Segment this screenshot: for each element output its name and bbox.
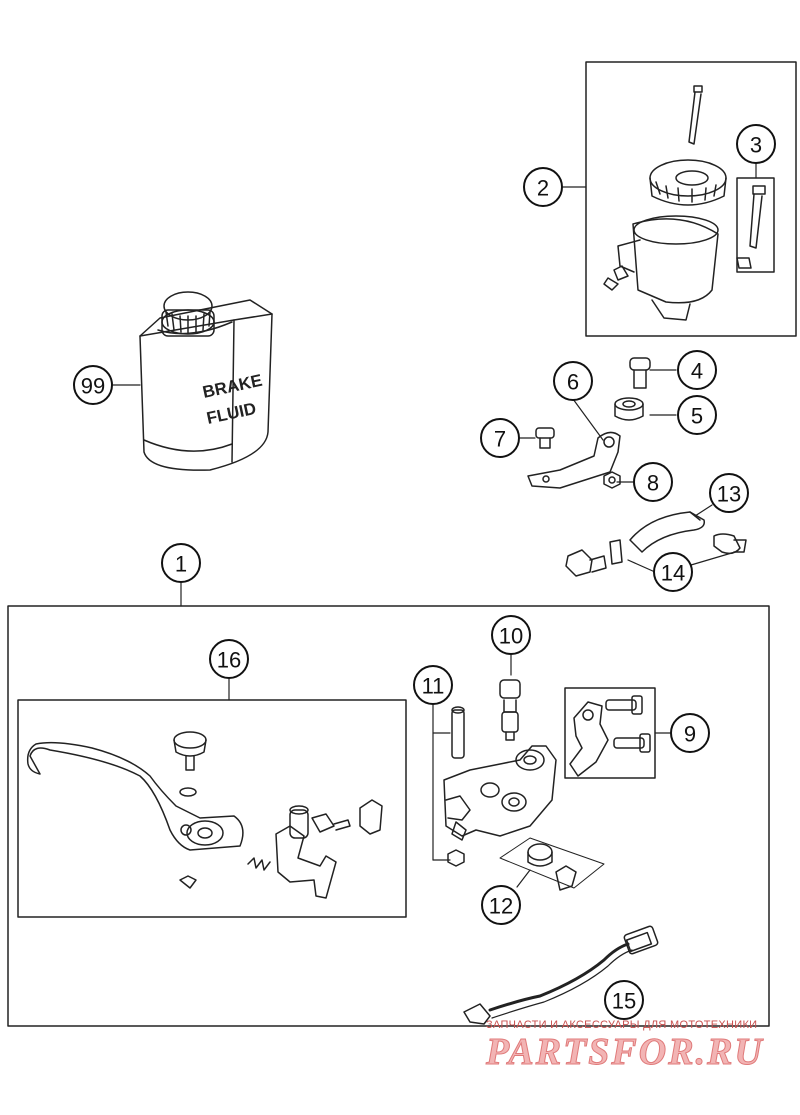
callout-label: 3: [750, 133, 762, 158]
callout-label: 12: [489, 894, 513, 919]
handlebar-clamp-9: [569, 695, 651, 777]
callout-label: 4: [691, 359, 703, 384]
callout-12: 12: [481, 885, 521, 925]
master-cylinder-group-box: [7, 605, 770, 1027]
hose-13: [629, 511, 747, 555]
callout-label: 16: [217, 648, 241, 673]
callout-circle: [209, 639, 249, 679]
callout-circle: [633, 462, 673, 502]
callout-circle: [670, 713, 710, 753]
callout-3: 3: [736, 124, 776, 164]
callout-99: 99: [73, 365, 113, 405]
callout-label: 1: [175, 552, 187, 577]
callout-circle: [523, 167, 563, 207]
callout-circle: [161, 543, 201, 583]
callout-circle: [553, 361, 593, 401]
callout-11: 11: [413, 665, 453, 705]
brake-fluid-bottle: [139, 291, 273, 471]
callout-1: 1: [161, 543, 201, 583]
rubber-grommet-5: [614, 397, 644, 421]
callout-label: 9: [684, 722, 696, 747]
pin-11: [447, 706, 465, 867]
callout-6: 6: [553, 361, 593, 401]
callout-label: 11: [422, 674, 445, 699]
callout-label: 13: [717, 482, 741, 507]
callout-circle: [677, 350, 717, 390]
callout-label: 7: [494, 427, 506, 452]
leader-lines: [112, 162, 757, 888]
callout-9: 9: [670, 713, 710, 753]
callout-label: 10: [499, 624, 523, 649]
callout-circle: [413, 665, 453, 705]
bleeder-valve-10: [499, 679, 521, 741]
brake-light-switch-15: [463, 925, 659, 1025]
screw-7: [535, 427, 555, 449]
callout-circle: [491, 615, 531, 655]
callout-label: 14: [661, 561, 685, 586]
callout-7: 7: [480, 418, 520, 458]
callout-2: 2: [523, 167, 563, 207]
nut-8: [603, 471, 621, 489]
callout-circle: [481, 885, 521, 925]
reservoir-assembly: [603, 85, 766, 321]
callout-label: 99: [81, 374, 105, 399]
callout-circle: [653, 552, 693, 592]
fittings-12: [499, 837, 605, 891]
callout-8: 8: [633, 462, 673, 502]
callout-label: 2: [537, 176, 549, 201]
callout-5: 5: [677, 395, 717, 435]
callout-circle: [736, 124, 776, 164]
callout-label: 5: [691, 404, 703, 429]
hose-clamps-14: [565, 539, 623, 577]
callout-circle: [73, 365, 113, 405]
screw-4: [629, 357, 651, 389]
watermark-brand: PARTSFOR.RU: [486, 1031, 764, 1074]
callout-4: 4: [677, 350, 717, 390]
callout-circle: [709, 473, 749, 513]
bracket-6: [527, 431, 621, 489]
callout-16: 16: [209, 639, 249, 679]
callout-14: 14: [653, 552, 693, 592]
master-cylinder-body: [443, 745, 557, 841]
callout-10: 10: [491, 615, 531, 655]
callout-label: 6: [567, 370, 579, 395]
callout-label: 15: [612, 989, 636, 1014]
callout-circle: [677, 395, 717, 435]
bottle-label-line2: FLUID: [205, 399, 258, 428]
callout-15: 15: [604, 980, 644, 1020]
callout-label: 8: [647, 471, 659, 496]
watermark-tagline: ЗАПЧАСТИ И АКСЕССУАРЫ ДЛЯ МОТОТЕХНИКИ: [486, 1019, 758, 1031]
callout-circle: [480, 418, 520, 458]
callout-circle: [604, 980, 644, 1020]
lever-assembly-16: [26, 731, 383, 899]
reservoir-group-box: [585, 61, 797, 337]
lever-group-box: [17, 699, 407, 918]
callout-13: 13: [709, 473, 749, 513]
